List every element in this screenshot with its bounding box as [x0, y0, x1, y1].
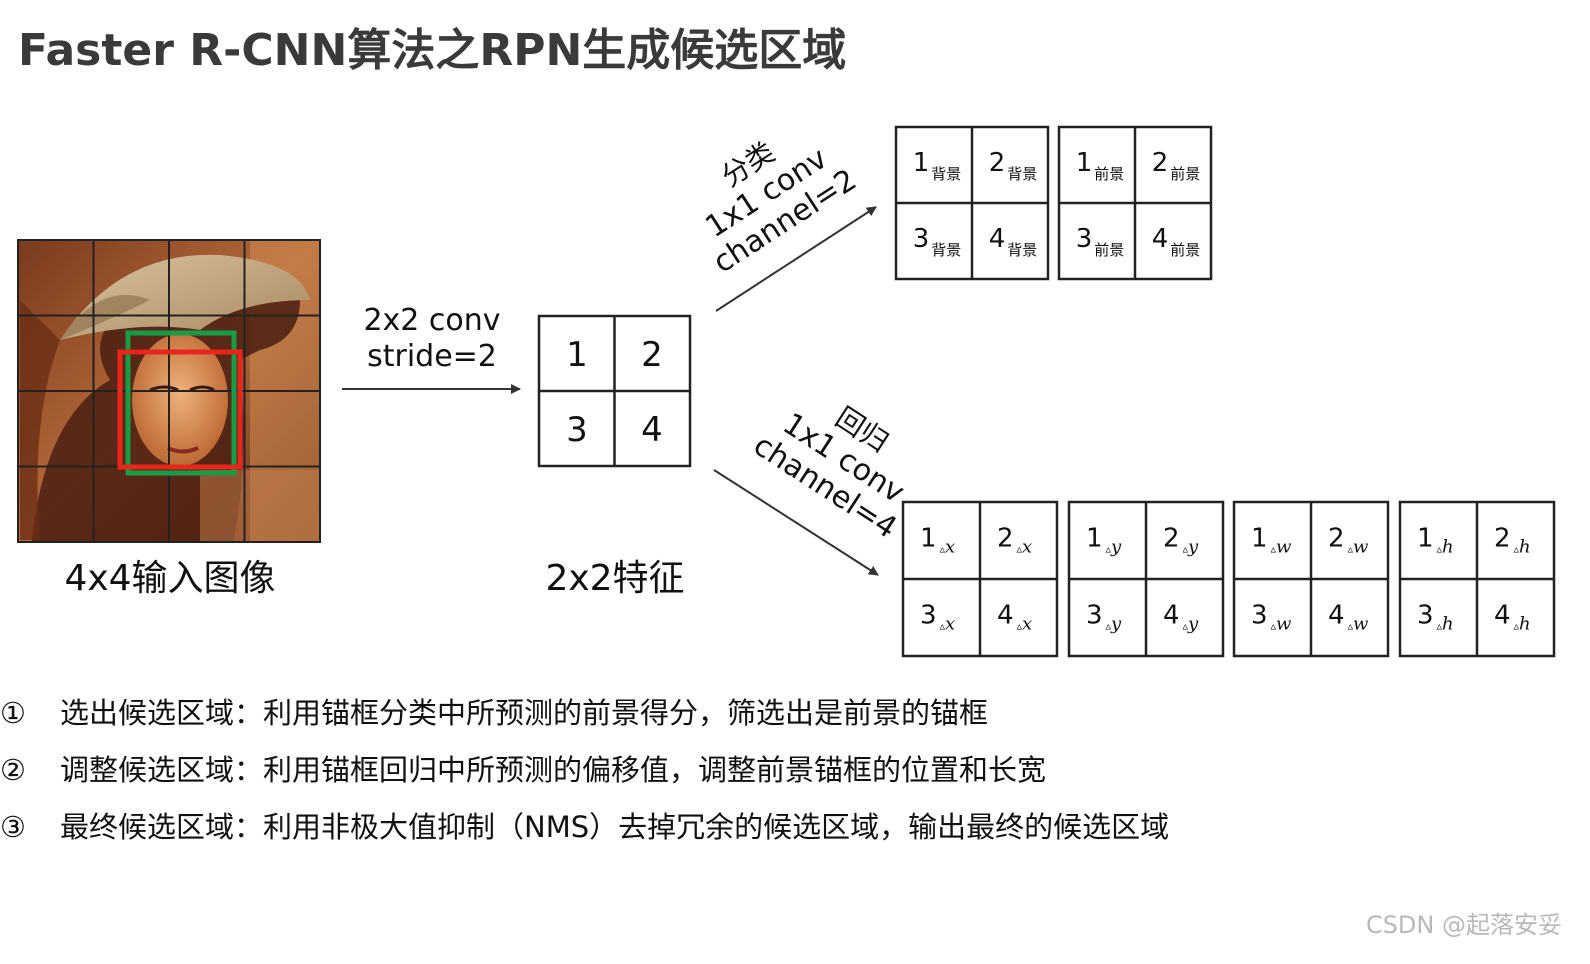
reg-group-4-cell-4: 4▵h	[1494, 601, 1531, 635]
reg-group-1-cell-2: 2▵x	[997, 524, 1032, 558]
reg-group-1-cell-1: 1▵x	[920, 524, 955, 558]
input-grid	[17, 239, 321, 543]
feature-cell-4: 4	[641, 410, 663, 450]
feature-map: 1 2 3 4	[537, 314, 692, 468]
rpn-diagram: 4x4输入图像 2x2 conv stride=2 1 2 3 4 2x2特征 …	[17, 125, 1556, 658]
reg-group-3-cell-3: 3▵w	[1251, 601, 1292, 635]
feature-caption: 2x2特征	[545, 558, 684, 599]
reg-group-4-cell-3: 3▵h	[1417, 601, 1454, 635]
feature-cell-2: 2	[641, 335, 663, 375]
step-3-number: ③	[0, 810, 26, 844]
conv-label-kernel: 2x2 conv	[363, 303, 500, 338]
input-caption: 4x4输入图像	[64, 558, 275, 599]
feature-cell-3: 3	[566, 410, 588, 450]
reg-group-4-cell-1: 1▵h	[1417, 524, 1454, 558]
reg-arrow	[713, 469, 879, 576]
step-1-text: 选出候选区域：利用锚框分类中所预测的前景得分，筛选出是前景的锚框	[60, 696, 989, 730]
reg-group-1: 1▵x 2▵x 3▵x 4▵x	[901, 500, 1059, 658]
reg-group-1-cell-3: 3▵x	[920, 601, 955, 635]
reg-group-3-cell-2: 2▵w	[1328, 524, 1369, 558]
proposal-box-red	[117, 349, 243, 470]
reg-group-2-cell-1: 1▵y	[1086, 524, 1122, 558]
reg-group-2-cell-2: 2▵y	[1163, 524, 1199, 558]
reg-group-3-cell-4: 4▵w	[1328, 601, 1369, 635]
slide-title: Faster R-CNN算法之RPN生成候选区域	[18, 25, 847, 76]
reg-group-1-cell-4: 4▵x	[997, 601, 1032, 635]
reg-output: 1▵x 2▵x 3▵x 4▵x 1▵y 2▵y 3▵y 4▵y 1▵w 2▵w 3▵w 4▵w 1▵h 2…	[901, 500, 1556, 658]
step-2-number: ②	[0, 753, 26, 787]
reg-group-3: 1▵w 2▵w 3▵w 4▵w	[1232, 500, 1390, 658]
step-1: ① 选出候选区域：利用锚框分类中所预测的前景得分，筛选出是前景的锚框	[0, 690, 988, 732]
reg-group-3-cell-1: 1▵w	[1251, 524, 1292, 558]
conv-label-stride: stride=2	[367, 339, 497, 374]
step-2-text: 调整候选区域：利用锚框回归中所预测的偏移值，调整前景锚框的位置和长宽	[60, 753, 1047, 787]
watermark: CSDN @起落安妥	[1365, 911, 1562, 939]
anchor-box-green	[125, 330, 237, 476]
reg-group-2-cell-3: 3▵y	[1086, 601, 1122, 635]
feature-cell-1: 1	[566, 335, 588, 375]
step-1-number: ①	[0, 696, 26, 730]
step-3-text: 最终候选区域：利用非极大值抑制（NMS）去掉冗余的候选区域，输出最终的候选区域	[60, 810, 1170, 844]
step-2: ② 调整候选区域：利用锚框回归中所预测的偏移值，调整前景锚框的位置和长宽	[0, 747, 1046, 789]
step-3: ③ 最终候选区域：利用非极大值抑制（NMS）去掉冗余的候选区域，输出最终的候选区域	[0, 804, 1169, 846]
reg-group-4: 1▵h 2▵h 3▵h 4▵h	[1398, 500, 1556, 658]
reg-group-2-cell-4: 4▵y	[1163, 601, 1199, 635]
reg-group-2: 1▵y 2▵y 3▵y 4▵y	[1067, 500, 1225, 658]
cls-arrow	[715, 206, 877, 312]
reg-group-4-cell-2: 2▵h	[1494, 524, 1531, 558]
